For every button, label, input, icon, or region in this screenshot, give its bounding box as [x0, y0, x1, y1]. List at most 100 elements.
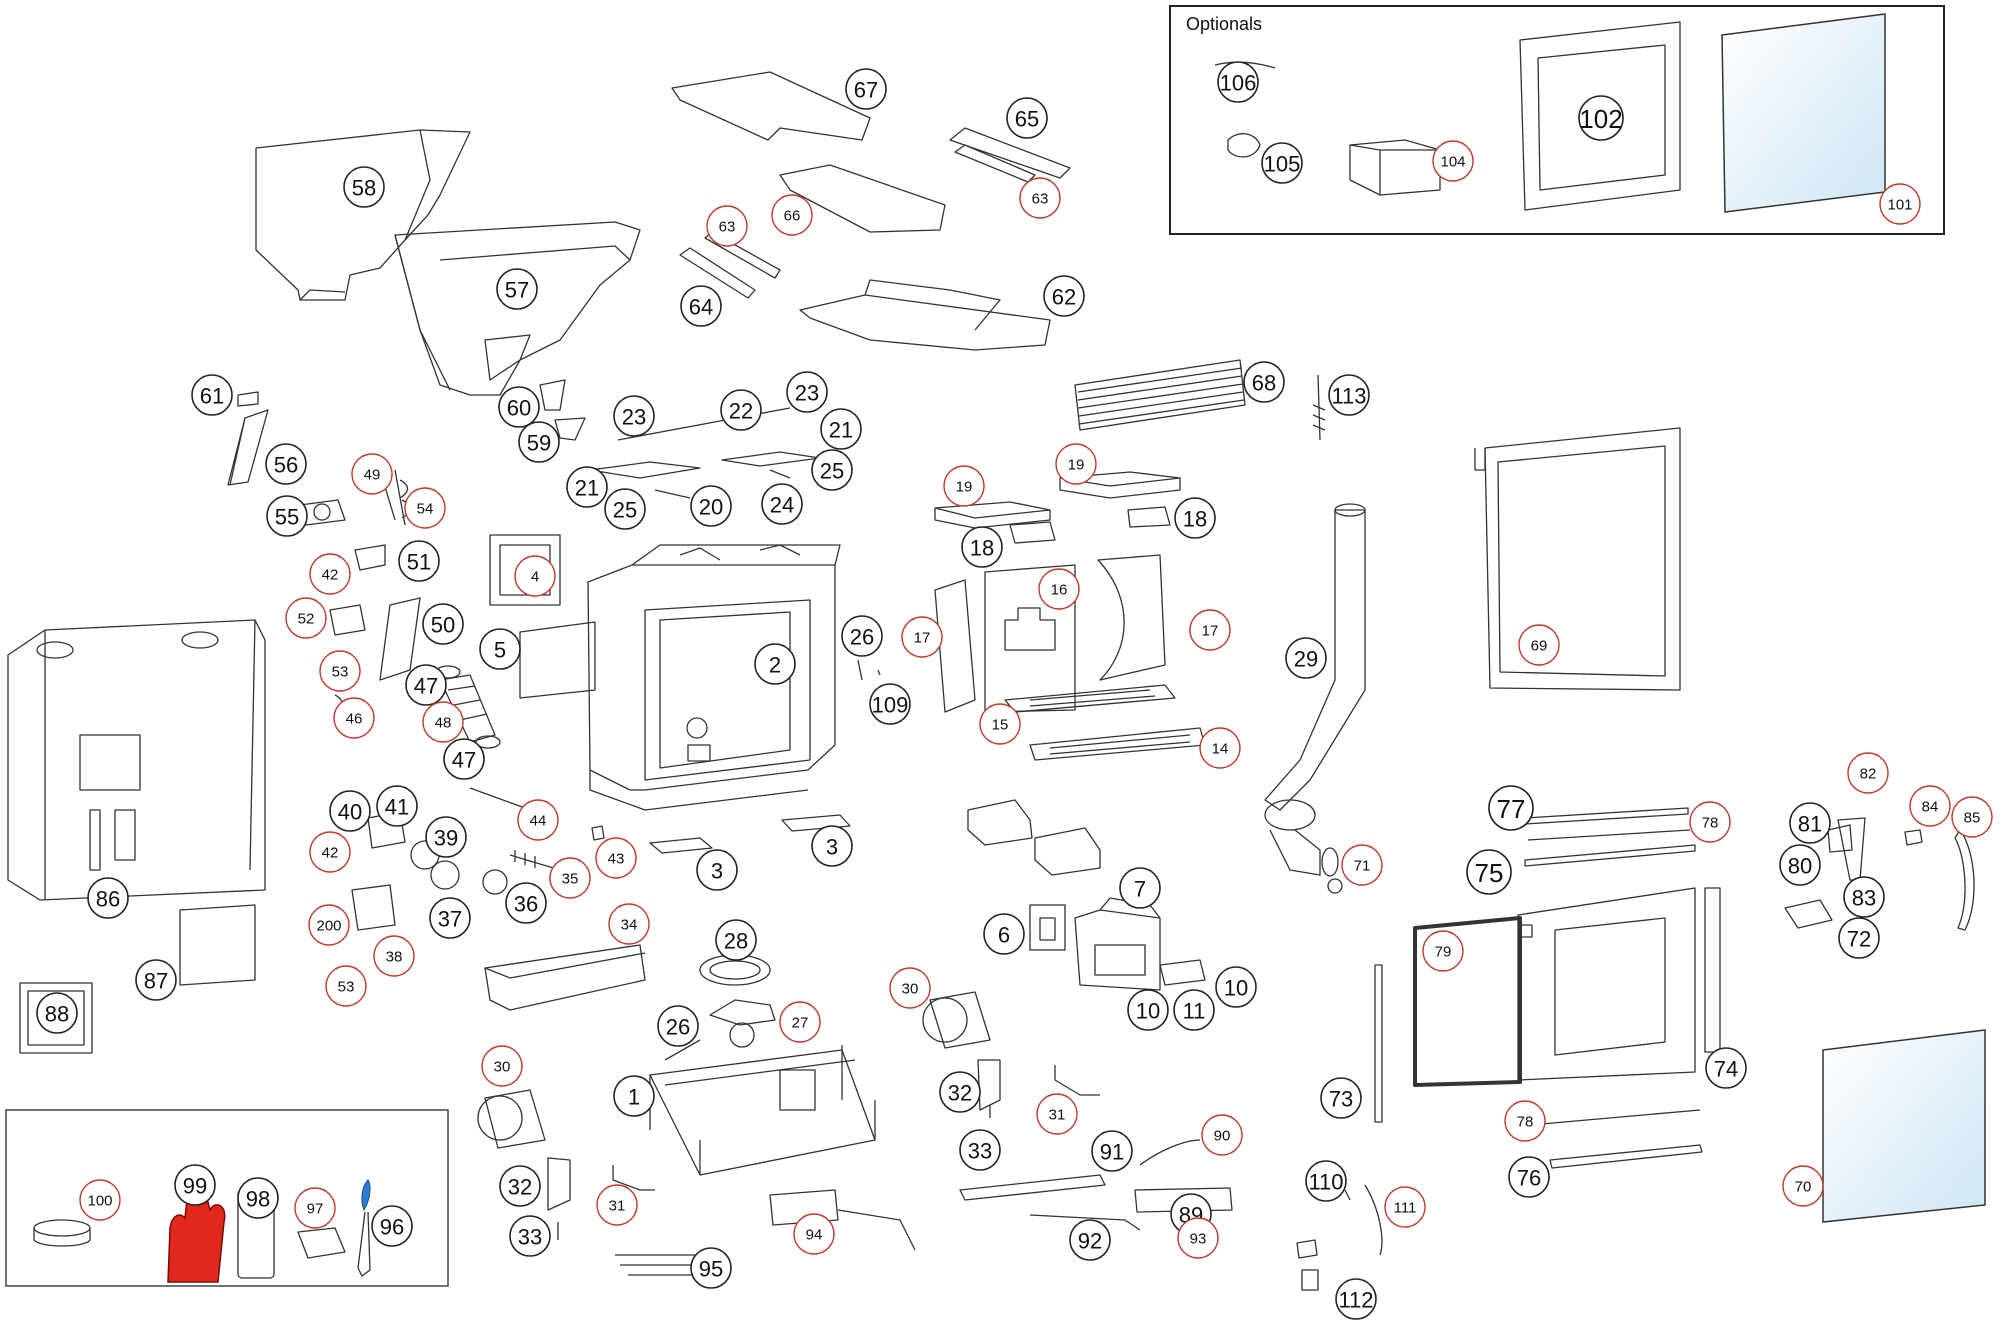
- callout-label: 57: [505, 278, 529, 303]
- callout-label: 64: [689, 295, 713, 320]
- callout-circle: [1518, 624, 1560, 666]
- part-7-burner: [1074, 909, 1161, 991]
- part-drawings: [7, 21, 1975, 1291]
- callout-circle: [1091, 1130, 1133, 1172]
- callout-6: 6: [983, 913, 1025, 955]
- callout-label: 35: [562, 871, 579, 888]
- callout-2: 2: [754, 643, 796, 685]
- callout-65: 65: [1006, 97, 1048, 139]
- callout-label: 22: [729, 399, 753, 424]
- callout-72: 72: [1838, 917, 1880, 959]
- part-62-base-plate: [799, 294, 1051, 351]
- part-90-cable: [1139, 1139, 1201, 1166]
- part-110-screw: [1344, 1189, 1351, 1201]
- callout-circle: [1189, 609, 1231, 651]
- callout-label: 33: [968, 1139, 992, 1164]
- callout-circle: [793, 1213, 835, 1255]
- callout-label: 74: [1714, 1057, 1738, 1082]
- callout-label: 54: [417, 501, 434, 518]
- part-3-plate-right: [781, 814, 851, 832]
- callout-label: 26: [850, 625, 874, 650]
- accessories-box: [5, 1109, 449, 1287]
- callout-label: 20: [699, 495, 723, 520]
- callout-82: 82: [1847, 752, 1889, 794]
- callout-99: 99: [174, 1164, 216, 1206]
- callout-circle: [308, 904, 350, 946]
- part-104-module: [1349, 139, 1441, 196]
- callout-circle: [404, 487, 446, 529]
- callout-circle: [398, 540, 440, 582]
- callout-circle: [514, 555, 556, 597]
- callout-circle: [429, 897, 471, 939]
- callout-42: 42: [309, 553, 351, 595]
- callout-circle: [174, 1164, 216, 1206]
- callout-33: 33: [959, 1129, 1001, 1171]
- callout-25: 25: [604, 488, 646, 530]
- callout-circle: [333, 697, 375, 739]
- callout-61: 61: [191, 374, 233, 416]
- part-37-bearing: [430, 860, 460, 890]
- callout-15: 15: [979, 703, 1021, 745]
- callout-68: 68: [1243, 361, 1285, 403]
- callout-circle: [1127, 989, 1169, 1031]
- callout-circle: [939, 1071, 981, 1113]
- callout-38: 38: [373, 935, 415, 977]
- part-92-cable: [1029, 1214, 1141, 1231]
- callout-circle: [79, 1179, 121, 1221]
- callout-84: 84: [1909, 785, 1951, 827]
- callout-label: 67: [854, 78, 878, 103]
- callout-label: 30: [902, 981, 919, 998]
- callout-circle: [690, 1247, 732, 1289]
- callout-102: 102: [1578, 95, 1624, 141]
- callout-label: 48: [435, 715, 452, 732]
- callout-label: 98: [246, 1187, 270, 1212]
- callout-label: 60: [507, 396, 531, 421]
- part-93-sensor: [1296, 1239, 1318, 1259]
- callout-label: 83: [1852, 886, 1876, 911]
- callout-20: 20: [690, 485, 732, 527]
- callout-label: 113: [1331, 384, 1366, 409]
- part-61-plate: [237, 391, 259, 407]
- callout-label: 4: [531, 569, 539, 586]
- callout-95: 95: [690, 1247, 732, 1289]
- callout-label: 30: [494, 1059, 511, 1076]
- callout-circle: [1038, 568, 1080, 610]
- callout-circle: [811, 449, 853, 491]
- callout-circle: [959, 1129, 1001, 1171]
- part-58-hopper-panel: [255, 129, 471, 301]
- part-67-top-cover: [671, 71, 871, 141]
- part-32-bracket-left: [547, 1157, 571, 1211]
- callout-78: 78: [1689, 801, 1731, 843]
- callout-circle: [1215, 966, 1257, 1008]
- callout-label: 3: [711, 859, 723, 884]
- part-96-scraper: [361, 1179, 371, 1212]
- callout-label: 72: [1847, 927, 1871, 952]
- callout-label: 79: [1435, 944, 1452, 961]
- part-56-channel: [227, 409, 269, 486]
- callout-label: 62: [1052, 285, 1076, 310]
- callout-label: 21: [575, 476, 599, 501]
- callout-label: 31: [1049, 1107, 1066, 1124]
- callout-label: 37: [438, 907, 462, 932]
- part-21-plate-left: [589, 461, 701, 479]
- part-11-plate: [1159, 959, 1206, 986]
- part-31-sensor-left: [612, 1165, 655, 1191]
- callout-label: 80: [1788, 854, 1812, 879]
- callout-label: 5: [494, 638, 506, 663]
- callout-circle: [1335, 1278, 1377, 1320]
- callout-35: 35: [549, 857, 591, 899]
- callout-label: 10: [1224, 976, 1248, 1001]
- callout-58: 58: [343, 166, 385, 208]
- callout-circle: [36, 992, 78, 1034]
- callout-104: 104: [1432, 140, 1474, 182]
- callout-label: 42: [322, 845, 339, 862]
- part-34-box: [484, 944, 646, 1011]
- part-71-ring: [1327, 878, 1343, 894]
- callout-85: 85: [1951, 796, 1993, 838]
- callout-circle: [604, 488, 646, 530]
- part-97-tool: [297, 1227, 346, 1259]
- part-15-grate: [1004, 684, 1176, 713]
- callout-circle: [889, 967, 931, 1009]
- callout-circle: [499, 1165, 541, 1207]
- callout-label: 38: [386, 949, 403, 966]
